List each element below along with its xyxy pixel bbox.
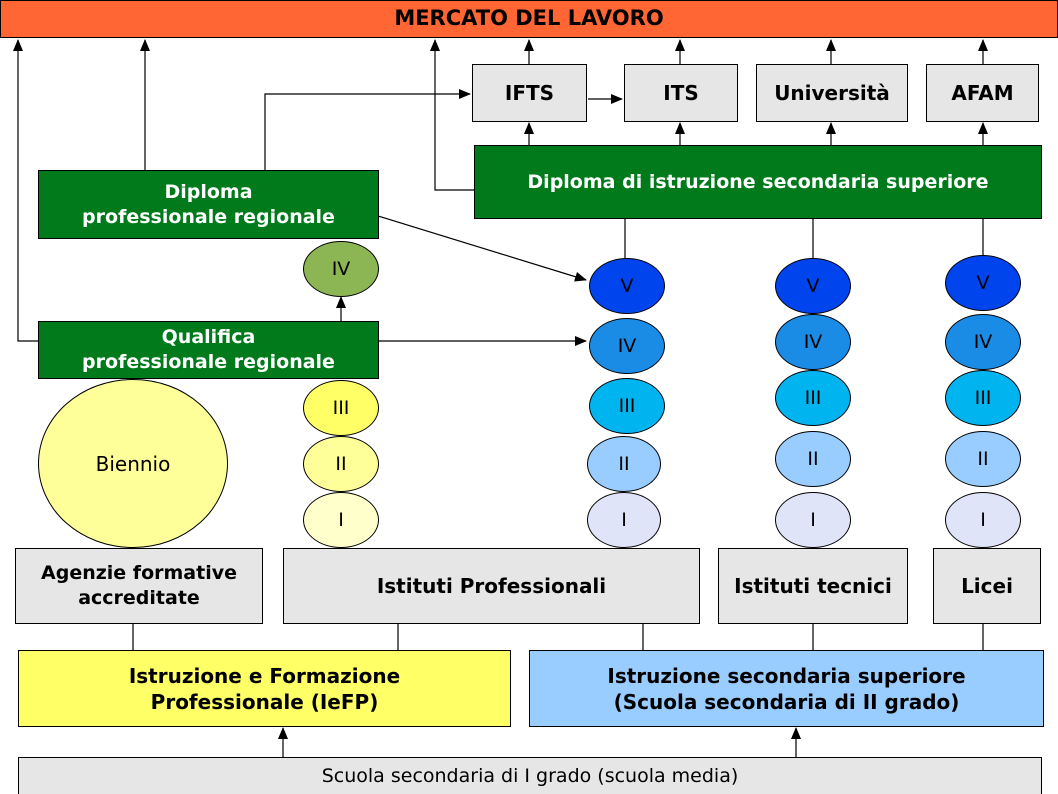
iefp-line1: Istruzione e Formazione [128,663,401,688]
iefp-year-iv-label: IV [331,258,351,280]
tecnici-year-iv-label: IV [803,331,823,353]
licei-box: Licei [933,548,1041,624]
iefp-year-iv-circle: IV [303,241,379,297]
professionali-year-v-label: V [620,275,634,297]
licei-year-ii-label: II [977,448,989,470]
diploma-prof-regionale-box: Diploma professionale regionale [38,170,379,239]
licei-year-v-circle: V [945,255,1021,311]
tecnici-year-iii-circle: III [775,370,851,426]
licei-year-iii-circle: III [945,370,1021,426]
diploma-secondaria-box: Diploma di istruzione secondaria superio… [474,145,1042,219]
licei-year-v-label: V [976,272,990,294]
tecnici-year-ii-circle: II [775,431,851,487]
iefp-box: Istruzione e Formazione Professionale (I… [18,650,511,727]
istruzione-secondaria-superiore-line2: (Scuola secondaria di II grado) [613,689,960,714]
tecnici-year-v-circle: V [775,258,851,314]
iefp-year-i-circle: I [303,492,379,548]
diploma-prof-regionale-line1: Diploma [164,180,253,203]
licei-year-i-circle: I [945,492,1021,548]
universita-label: Università [774,81,890,105]
licei-label: Licei [961,574,1013,598]
tecnici-year-v-label: V [806,275,820,297]
iefp-year-i-label: I [338,509,344,531]
iefp-line2: Professionale (IeFP) [150,689,379,714]
its-box: ITS [624,64,738,122]
biennio-circle: Biennio [38,379,228,548]
qualifica-prof-regionale-line2: professionale regionale [82,351,335,373]
its-label: ITS [663,81,699,105]
professionali-year-iv-label: IV [617,335,637,357]
professionali-year-iii-circle: III [589,378,665,434]
afam-label: AFAM [951,81,1014,105]
universita-box: Università [756,64,908,122]
licei-year-i-label: I [980,509,986,531]
agenzie-formative-line2: accreditate [78,587,200,609]
tecnici-year-iv-circle: IV [775,314,851,370]
istituti-professionali-box: Istituti Professionali [283,548,700,624]
ifts-label: IFTS [504,81,555,105]
tecnici-year-iii-label: III [804,387,822,409]
scuola-media-box: Scuola secondaria di I grado (scuola med… [18,757,1042,794]
professionali-year-v-circle: V [589,258,665,314]
professionali-year-iv-circle: IV [589,318,665,374]
professionali-year-ii-circle: II [587,436,661,492]
iefp-year-ii-circle: II [303,436,379,492]
agenzie-formative-line1: Agenzie formative [41,562,237,585]
licei-year-iv-label: IV [973,331,993,353]
iefp-year-iii-label: III [332,397,350,419]
professionali-year-i-label: I [621,509,627,531]
licei-year-ii-circle: II [945,431,1021,487]
tecnici-year-ii-label: II [807,448,819,470]
diploma-secondaria-label: Diploma di istruzione secondaria superio… [527,170,989,193]
diploma-prof-regionale-line2: professionale regionale [82,205,335,228]
qualifica-prof-regionale-line1: Qualifica [161,326,256,349]
istituti-tecnici-box: Istituti tecnici [718,548,908,624]
qualifica-prof-regionale-box: Qualifica professionale regionale [38,321,379,379]
ifts-box: IFTS [472,64,587,122]
afam-box: AFAM [926,64,1039,122]
tecnici-year-i-circle: I [775,492,851,548]
mercato-lavoro-box: MERCATO DEL LAVORO [0,0,1058,38]
istituti-tecnici-label: Istituti tecnici [734,574,892,598]
scuola-media-label: Scuola secondaria di I grado (scuola med… [321,764,739,787]
istruzione-secondaria-superiore-box: Istruzione secondaria superiore (Scuola … [529,650,1044,727]
istituti-professionali-label: Istituti Professionali [376,574,607,598]
iefp-year-ii-label: II [335,453,347,475]
licei-year-iii-label: III [974,387,992,409]
iefp-year-iii-circle: III [303,380,379,436]
biennio-label: Biennio [95,451,171,476]
licei-year-iv-circle: IV [945,314,1021,370]
mercato-lavoro-label: MERCATO DEL LAVORO [394,6,664,31]
professionali-year-ii-label: II [618,453,630,475]
tecnici-year-i-label: I [810,509,816,531]
istruzione-secondaria-superiore-line1: Istruzione secondaria superiore [607,663,966,688]
professionali-year-iii-label: III [618,395,636,417]
agenzie-formative-box: Agenzie formative accreditate [15,548,263,624]
professionali-year-i-circle: I [587,492,661,548]
